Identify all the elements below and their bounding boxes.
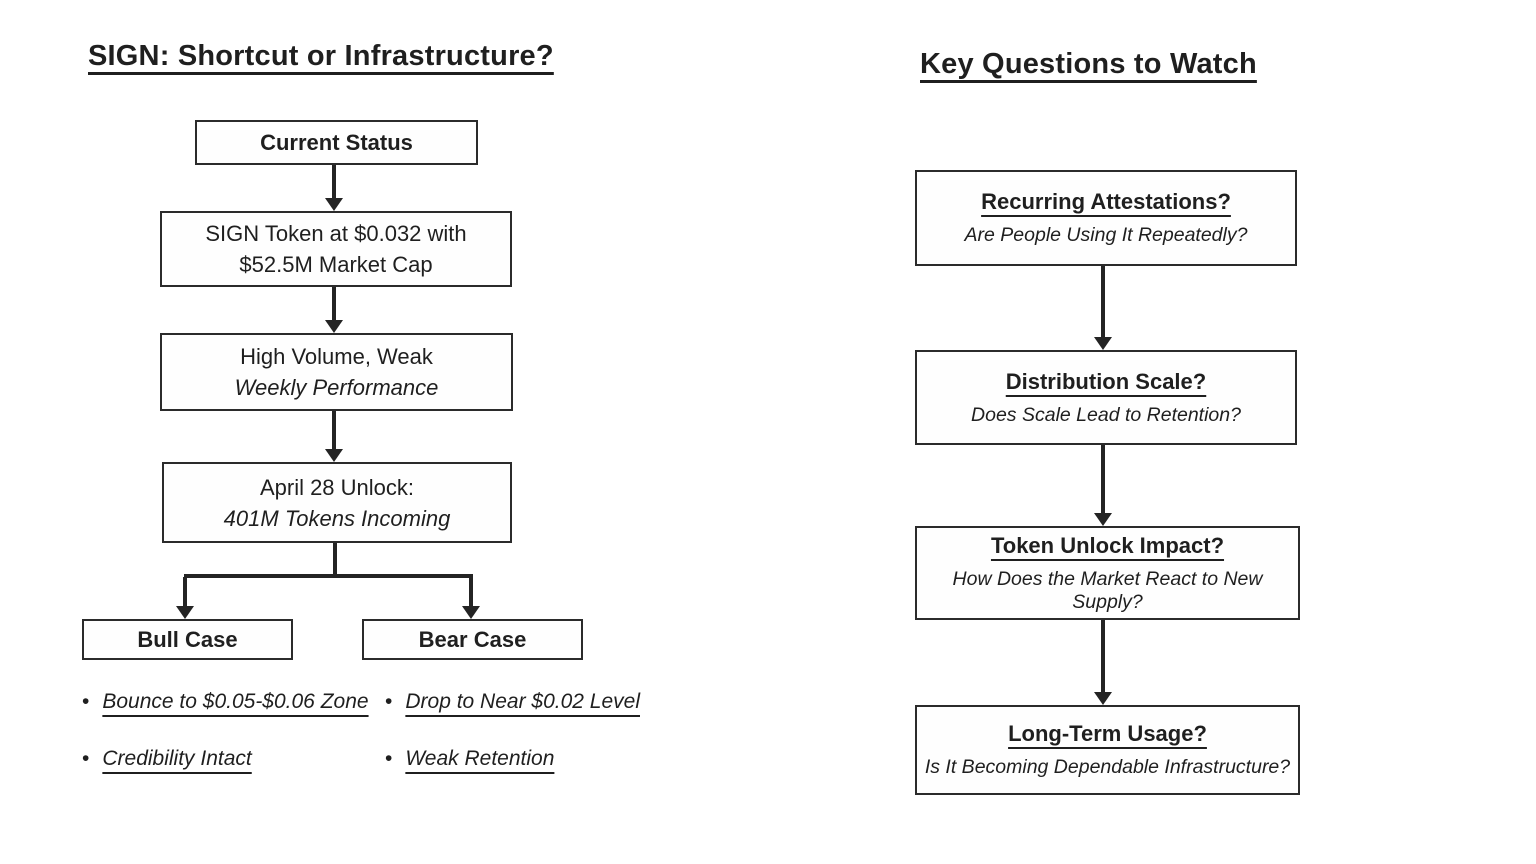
sign-section-title: SIGN: Shortcut or Infrastructure? [88, 40, 554, 72]
flow-arrow-1 [332, 165, 336, 199]
question-arrow-1 [1101, 266, 1105, 338]
flow-box-token-price: SIGN Token at $0.032 with $52.5M Market … [160, 211, 512, 287]
flow-box-unlock: April 28 Unlock: 401M Tokens Incoming [162, 462, 512, 543]
bull-point-label: Bounce to $0.05-$0.06 Zone [102, 690, 369, 713]
bull-case-point: • Credibility Intact [82, 747, 369, 771]
bullet-icon: • [82, 690, 90, 713]
flow-box-current-status-label: Current Status [260, 129, 413, 155]
token-price-line2: $52.5M Market Cap [239, 252, 433, 277]
question-arrow-3 [1101, 620, 1105, 693]
volume-line1: High Volume, Weak [240, 344, 433, 369]
token-price-line1: SIGN Token at $0.032 with [205, 221, 467, 246]
question-heading: Token Unlock Impact? [990, 532, 1225, 558]
question-box-long-term-usage: Long-Term Usage? Is It Becoming Dependab… [915, 705, 1300, 795]
bull-point-label: Credibility Intact [102, 747, 252, 770]
unlock-line1: April 28 Unlock: [259, 474, 415, 500]
question-box-token-unlock-impact: Token Unlock Impact? How Does the Market… [915, 526, 1300, 620]
question-box-recurring-attestations: Recurring Attestations? Are People Using… [915, 170, 1297, 266]
question-heading: Long-Term Usage? [1008, 721, 1207, 746]
bullet-icon: • [385, 690, 393, 713]
bear-case-point: • Weak Retention [385, 747, 640, 771]
bull-case-points: • Bounce to $0.05-$0.06 Zone • Credibili… [82, 690, 369, 771]
unlock-line2: 401M Tokens Incoming [223, 505, 451, 531]
flow-arrow-2 [332, 287, 336, 321]
branch-arrow-bull [183, 577, 187, 607]
bull-case-box: Bull Case [82, 619, 293, 660]
question-subtext: Are People Using It Repeatedly? [964, 224, 1248, 246]
key-questions-title: Key Questions to Watch [920, 48, 1257, 80]
question-subtext: How Does the Market React to New Supply? [952, 567, 1263, 613]
bullet-icon: • [385, 747, 393, 770]
flow-box-current-status: Current Status [195, 120, 478, 165]
volume-line2: Weekly Performance [234, 375, 439, 400]
bear-case-points: • Drop to Near $0.02 Level • Weak Retent… [385, 690, 640, 771]
question-arrow-2 [1101, 445, 1105, 514]
bullet-icon: • [82, 747, 90, 770]
flow-arrow-3 [332, 411, 336, 450]
branch-horizontal-line [184, 574, 473, 578]
question-heading: Distribution Scale? [1005, 368, 1207, 394]
bear-case-label: Bear Case [418, 626, 527, 652]
branch-arrow-bear [469, 577, 473, 607]
bull-case-label: Bull Case [137, 626, 238, 652]
branch-stem-line [333, 543, 337, 577]
bull-case-point: • Bounce to $0.05-$0.06 Zone [82, 690, 369, 714]
question-subtext: Does Scale Lead to Retention? [971, 403, 1241, 426]
bear-case-point: • Drop to Near $0.02 Level [385, 690, 640, 714]
flow-box-volume: High Volume, Weak Weekly Performance [160, 333, 513, 411]
question-heading: Recurring Attestations? [981, 189, 1231, 214]
bear-case-box: Bear Case [362, 619, 583, 660]
question-subtext: Is It Becoming Dependable Infrastructure… [924, 756, 1291, 778]
question-box-distribution-scale: Distribution Scale? Does Scale Lead to R… [915, 350, 1297, 445]
bear-point-label: Drop to Near $0.02 Level [405, 690, 640, 713]
bear-point-label: Weak Retention [405, 747, 555, 770]
